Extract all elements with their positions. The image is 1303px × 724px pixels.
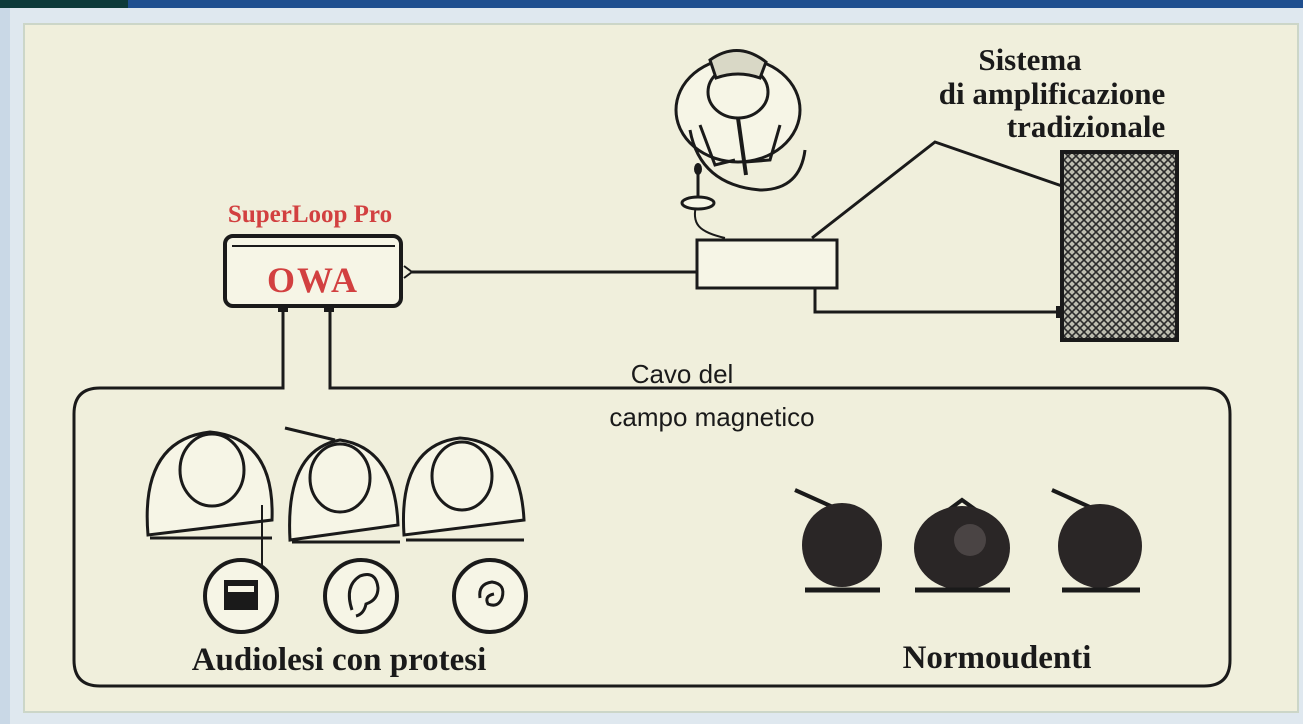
- left-border: [0, 8, 10, 724]
- listener-figure-3-icon: [401, 436, 526, 542]
- normal-listener-2-icon: [914, 497, 1010, 593]
- top-border-corner: [0, 0, 128, 8]
- device-label: OWA: [267, 260, 359, 300]
- paper-border: [23, 23, 1299, 713]
- amplifier-box: [695, 238, 839, 290]
- loop-receiver-icon: [203, 558, 279, 634]
- top-border: [0, 0, 1303, 8]
- amplifier-title-line-1: Sistema: [978, 42, 1082, 77]
- microphone-icon: [680, 163, 716, 211]
- group-right-label: Normoudenti: [903, 640, 1092, 676]
- cable-label-line-1: Cavo del: [631, 359, 734, 389]
- normal-listener-3-icon: [1051, 488, 1142, 593]
- speaker-icon: [1056, 150, 1179, 342]
- amplifier-title-line-2: di amplificazione: [939, 76, 1165, 111]
- amplifier-title-line-3: tradizionale: [1007, 109, 1165, 144]
- ear-hearing-aid-icon: [323, 558, 399, 634]
- listener-figure-1-icon: [145, 430, 274, 540]
- magnetic-loop-cable: [72, 312, 1232, 688]
- input-connector-icon: [403, 265, 414, 279]
- amplifier-title-pointer: [811, 140, 1063, 240]
- cochlear-implant-icon: [452, 558, 528, 634]
- speaker-cable: [813, 288, 1058, 314]
- listener-figure-2-icon: [284, 426, 400, 544]
- superloop-device: [223, 234, 403, 312]
- device-title: SuperLoop Pro: [228, 201, 392, 228]
- presenter-figure-icon: [674, 49, 807, 192]
- group-left-label: Audiolesi con protesi: [192, 642, 487, 678]
- normal-listener-1-icon: [794, 488, 882, 593]
- cable-label-line-2: campo magnetico: [609, 402, 814, 432]
